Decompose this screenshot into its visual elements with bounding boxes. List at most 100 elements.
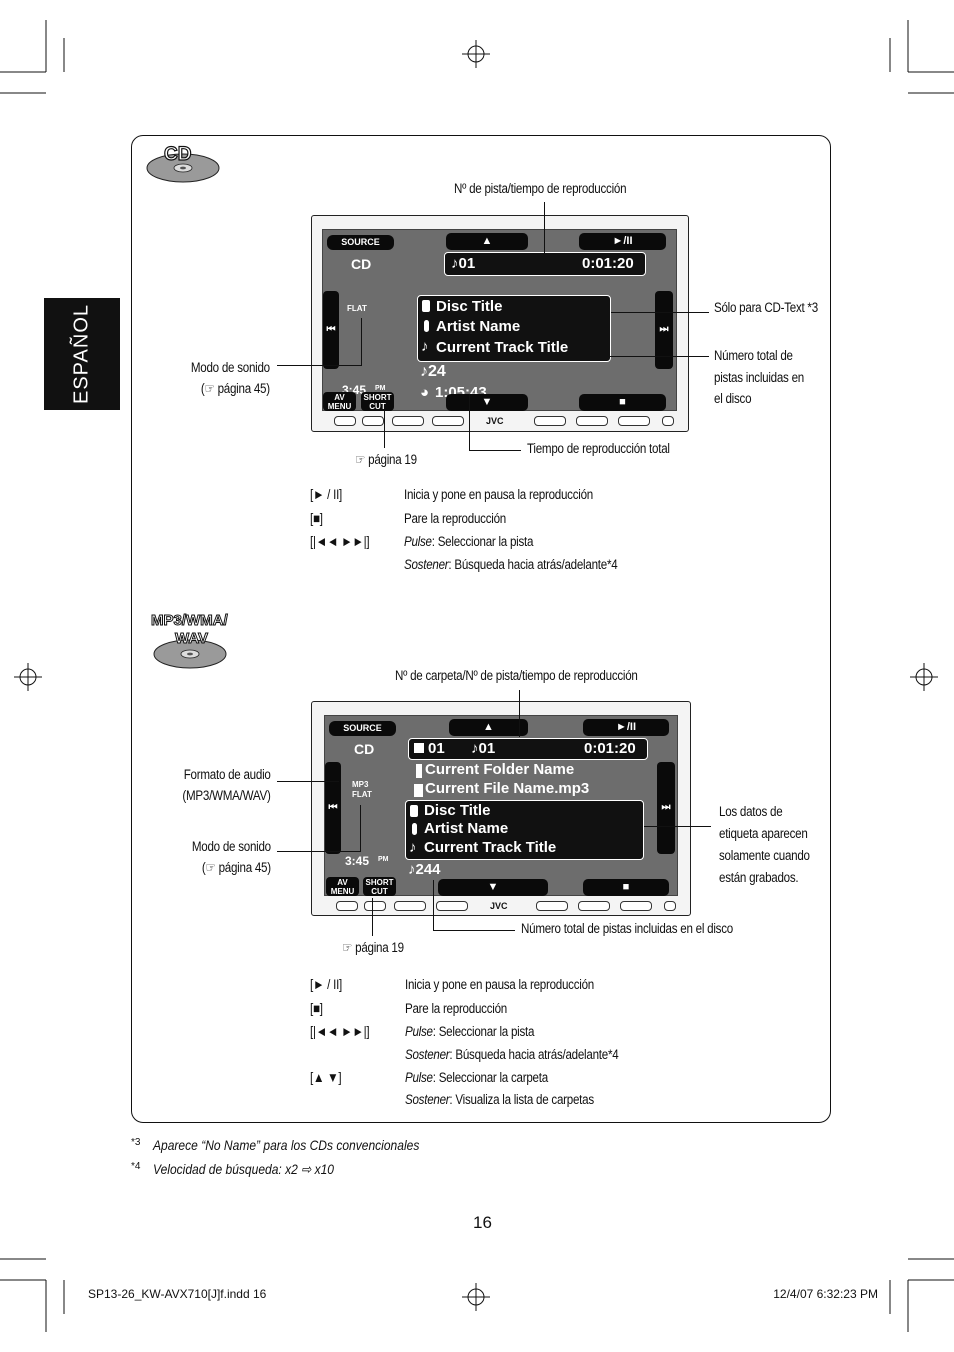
mp3-callout-format: Formato de audio(MP3/WMA/WAV) [182,767,271,803]
cd-callout-line [611,312,709,314]
mp3-callout-folder-track-time: Nº de carpeta/Nº de pista/tiempo de repr… [395,668,638,683]
hw-button[interactable] [364,901,386,911]
control-desc: Sostener: Visualiza la lista de carpetas [405,1092,594,1107]
mp3-next-button[interactable]: ⏭ [657,762,675,854]
control-key: [|◄◄ ►►|] [310,534,370,549]
cd-callout-total-time: Tiempo de reproducción total [527,441,670,456]
mp3-folder-track-time-box: 01 ♪01 0:01:20 [408,738,648,760]
cd-callout-line [469,394,471,450]
mp3-clock: 3:45 [345,854,370,868]
cd-play-time: 0:01:20 [582,255,634,272]
cd-callout-line [277,365,362,367]
cd-stop-button[interactable]: ■ [579,394,666,411]
cd-play-pause-button[interactable]: ►/II [579,233,666,250]
note-icon: ♪ [421,338,429,355]
mp3-file-name: Current File Name.mp3 [425,780,590,797]
control-desc: Pare la reproducción [404,511,506,526]
control-desc: Pare la reproducción [405,1001,507,1016]
control-key: [► / II] [310,977,343,992]
mp3-sound-mode: FLAT [352,790,372,799]
mp3-disc-title: Disc Title [424,802,491,819]
footer-file: SP13-26_KW-AVX710[J]f.indd 16 [88,1287,267,1301]
mp3-ampm: PM [378,856,389,863]
hw-minus-button[interactable] [534,416,566,426]
folder-icon [414,743,424,753]
mp3-callout-line [277,781,339,783]
mp3-format: MP3 [352,780,369,789]
cd-callout-line [469,450,521,452]
cd-mode-label: CD [351,256,372,272]
registration-mark-left [14,663,42,691]
hw-button[interactable] [362,416,384,426]
hw-plus-button[interactable] [578,901,610,911]
clock-icon: ◕ [420,384,430,401]
hw-minus-button[interactable] [536,901,568,911]
control-desc: Pulse: Seleccionar la carpeta [405,1070,548,1085]
hw-source-button[interactable] [394,901,426,911]
footnote-text: Aparece “No Name” para los CDs convencio… [153,1137,420,1153]
cd-source-button[interactable]: SOURCE [327,235,394,250]
mp3-stop-button[interactable]: ■ [583,879,669,896]
registration-mark-right [910,663,938,691]
control-key: [► / II] [310,487,343,502]
artist-icon [424,320,429,332]
mp3-callout-line [360,805,362,852]
registration-mark-top [462,40,490,68]
mp3-disc-icon [153,639,227,669]
mp3-source-button[interactable]: SOURCE [329,721,396,736]
page-number: 16 [473,1213,492,1232]
disc-icon [410,805,418,817]
cd-down-button[interactable]: ▼ [446,394,528,411]
mp3-tag-box: Disc Title Artist Name ♪ Current Track T… [405,800,644,860]
mp3-prev-button[interactable]: ⏮ [325,762,341,854]
cd-callout-page: ☞ página 19 [355,452,417,467]
cd-callout-sound-mode: Modo de sonido(☞ página 45) [190,360,270,396]
cd-callout-line [361,318,363,366]
hw-source-button[interactable] [392,416,424,426]
hw-button[interactable] [664,901,676,911]
mp3-callout-total-tracks: Número total de pistas incluidas en el d… [521,921,733,936]
mp3-track-number: ♪01 [471,740,496,757]
content-frame [131,135,831,1123]
mp3-down-button[interactable]: ▼ [438,879,548,896]
cd-up-button[interactable]: ▲ [446,233,528,250]
mp3-callout-line [433,930,515,932]
mp3-callout-line [433,880,435,930]
cd-artist-name: Artist Name [436,318,521,335]
cd-head-unit: SOURCE ▲ ►/II CD ♪01 0:01:20 ⏮ ⏭ Disc Ti… [311,215,689,432]
cd-disc-icon [146,153,220,183]
hw-button[interactable] [336,901,358,911]
hw-disp-button[interactable] [436,901,468,911]
control-desc: Inicia y pone en pausa la reproducción [405,977,594,992]
cd-next-button[interactable]: ⏭ [655,291,673,369]
hw-button[interactable] [334,416,356,426]
note-icon: ♪ [409,839,417,856]
footnote-mark: *3 [131,1137,141,1148]
control-desc: Pulse: Seleccionar la pista [405,1024,535,1039]
hw-open-button[interactable] [618,416,650,426]
cd-prev-button[interactable]: ⏮ [323,291,339,369]
cd-callout-track-time: Nº de pista/tiempo de reproducción [454,181,627,196]
hw-plus-button[interactable] [576,416,608,426]
mp3-play-time: 0:01:20 [584,740,636,757]
hw-button[interactable] [662,416,674,426]
mp3-callout-line [644,826,711,828]
cd-track-number: ♪01 [451,255,476,272]
footer-datetime: 12/4/07 6:32:23 PM [773,1287,878,1301]
folder-name-icon [416,764,422,778]
mp3-up-button[interactable]: ▲ [449,719,528,736]
cd-callout-line [544,202,546,255]
hw-open-button[interactable] [620,901,652,911]
mp3-play-pause-button[interactable]: ►/II [583,719,669,736]
brand-logo: JVC [490,901,508,911]
control-desc: Inicia y pone en pausa la reproducción [404,487,593,502]
mp3-disc-label-2: WAV [174,630,209,648]
control-key: [|◄◄ ►►|] [310,1024,370,1039]
hw-disp-button[interactable] [432,416,464,426]
